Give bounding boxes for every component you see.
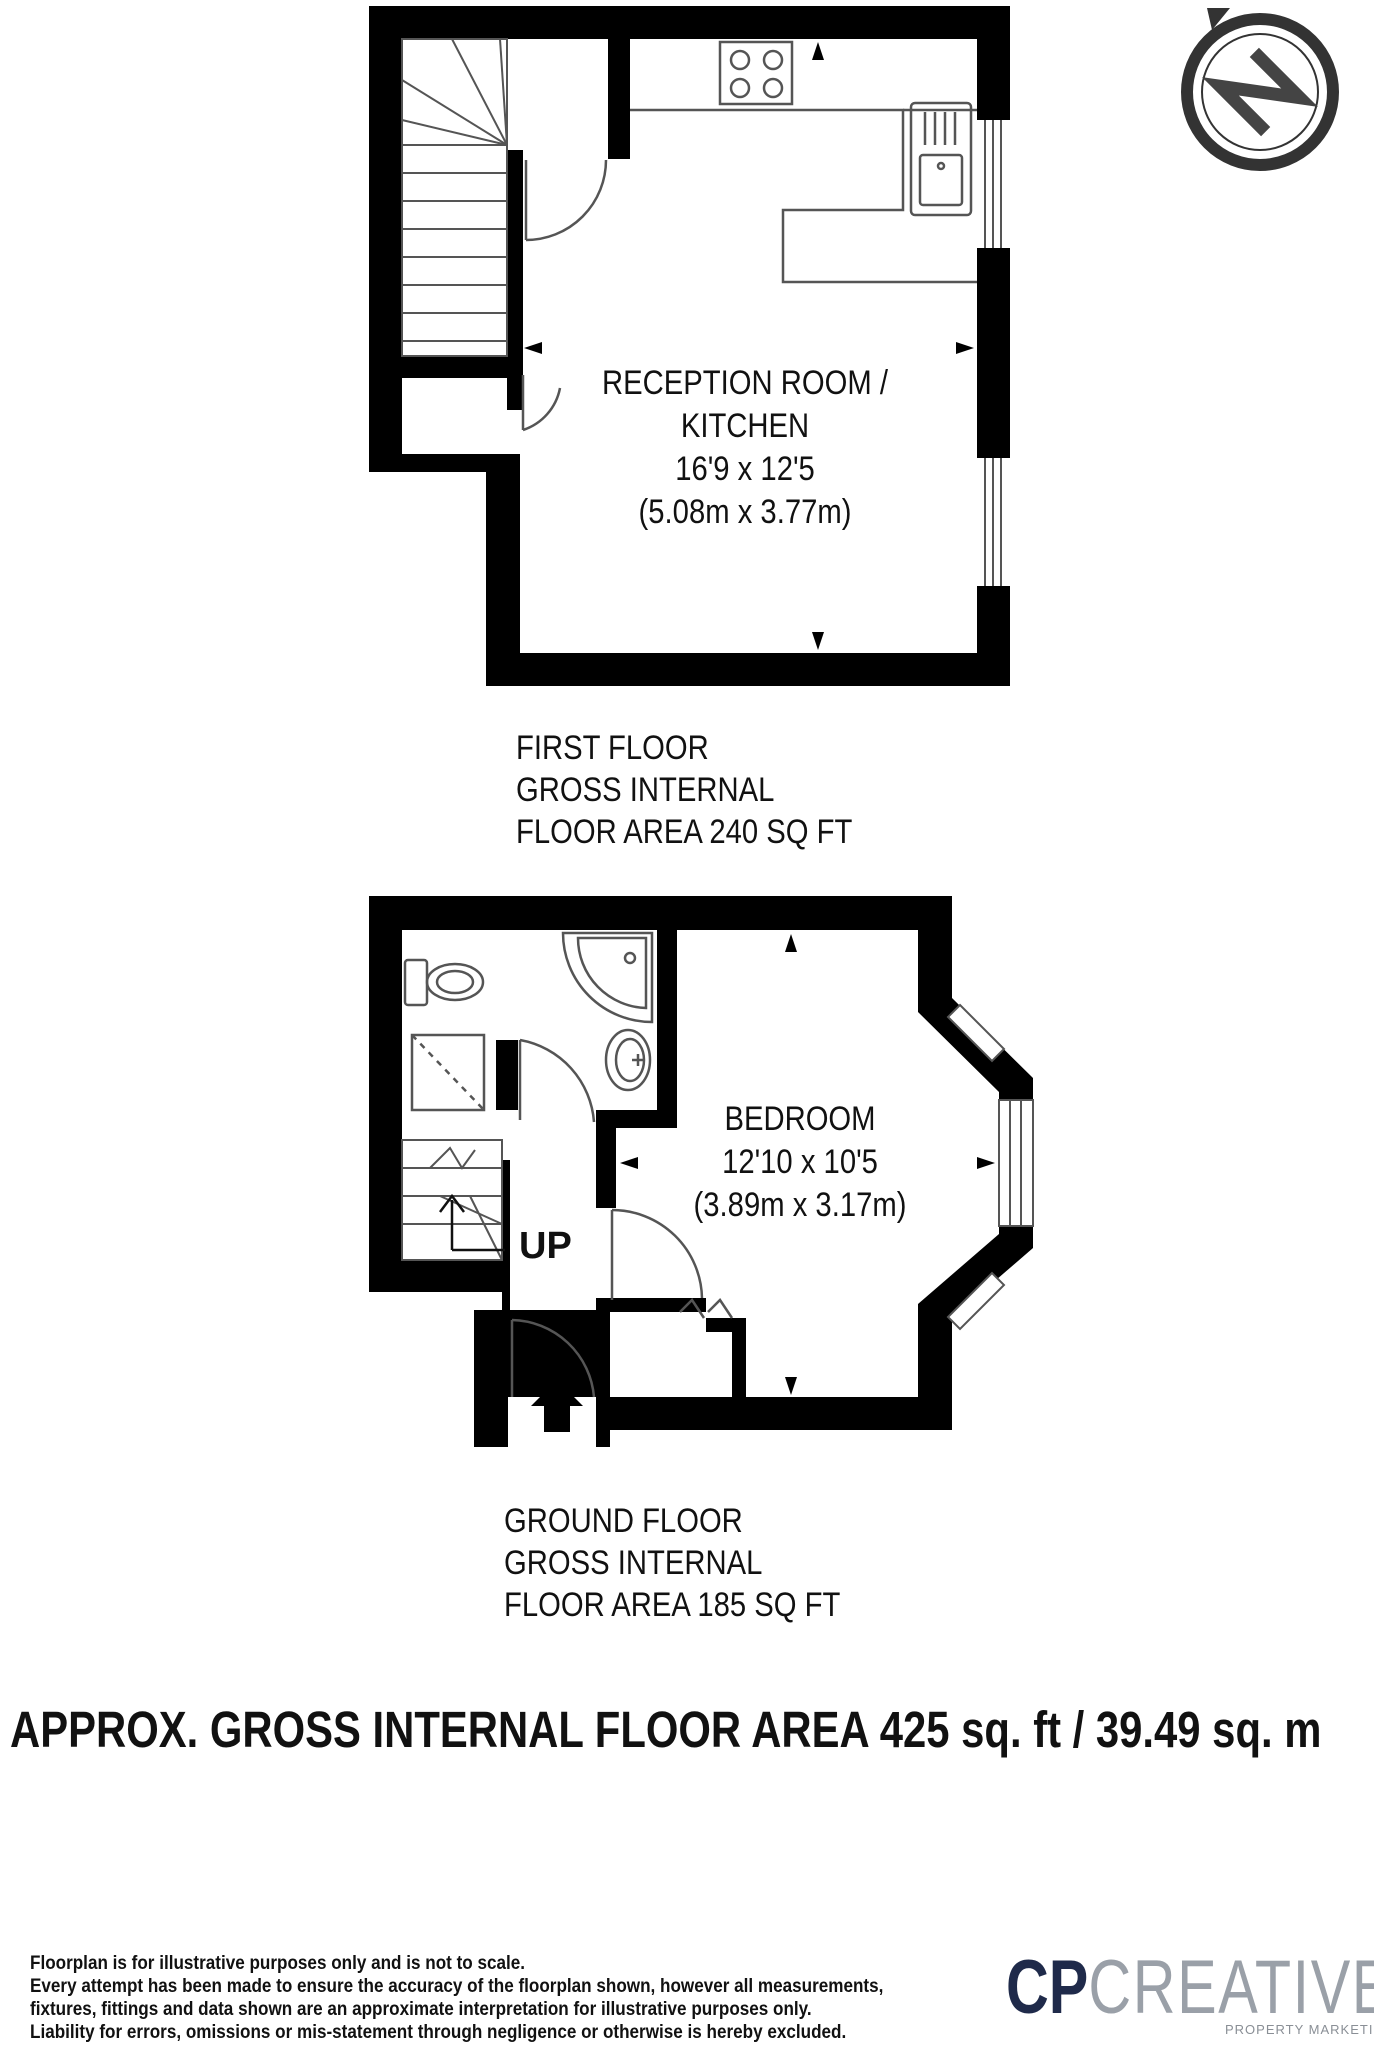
- first-floor-doors: [521, 159, 608, 432]
- ground-floor-plan: [369, 896, 1034, 1447]
- entrance-right-jamb: [596, 1310, 610, 1447]
- wash-basin-icon: [604, 1028, 652, 1092]
- disclaimer-line: Every attempt has been made to ensure th…: [30, 1976, 884, 1997]
- brand-name-light: CREATIVE: [1088, 1945, 1374, 2030]
- first-floor-room-name-line1: RECEPTION ROOM /: [602, 364, 888, 402]
- first-floor-room-size-metric: (5.08m x 3.77m): [638, 493, 852, 531]
- first-floor-plan: [369, 6, 1010, 686]
- first-floor-walls: [369, 6, 1010, 686]
- wardrobe-side-wall: [732, 1318, 746, 1398]
- cupboard-wall: [402, 356, 520, 378]
- first-floor-stairs: [401, 38, 508, 357]
- brand-name-bold: CP: [1006, 1945, 1089, 2030]
- first-floor-area-line2: FLOOR AREA 240 SQ FT: [516, 813, 853, 851]
- first-floor-area-label: FIRST FLOOR GROSS INTERNAL FLOOR AREA 24…: [516, 727, 852, 853]
- ground-floor-room-label: BEDROOM 12'10 x 10'5 (3.89m x 3.17m): [671, 1098, 929, 1227]
- hall-wall: [596, 1128, 616, 1208]
- stair-wall-ground: [502, 1160, 510, 1310]
- bath-left-wall: [496, 1040, 518, 1110]
- ground-floor-area-line2: FLOOR AREA 185 SQ FT: [504, 1586, 841, 1624]
- bathroom-lower-wall: [596, 1110, 677, 1128]
- ground-floor-name: GROUND FLOOR: [504, 1502, 743, 1540]
- ground-floor-room-name: BEDROOM: [724, 1100, 876, 1138]
- bay-windows: [946, 1003, 1034, 1331]
- kitchen-units: [630, 108, 977, 284]
- first-floor-room-label: RECEPTION ROOM / KITCHEN 16'9 x 12'5 (5.…: [586, 362, 904, 534]
- entrance-arrow-icon: [531, 1380, 583, 1432]
- disclaimer-line: Liability for errors, omissions or mis-s…: [30, 2022, 847, 2043]
- ground-floor-doors: [510, 1038, 734, 1398]
- entrance-left-jamb: [474, 1310, 508, 1447]
- brand-tagline: PROPERTY MARKETING: [1225, 2022, 1374, 2037]
- basin-cabinet-icon: [410, 1033, 486, 1112]
- total-floor-area: APPROX. GROSS INTERNAL FLOOR AREA 425 sq…: [10, 1701, 1322, 1758]
- disclaimer-line: fixtures, fittings and data shown are an…: [30, 1999, 812, 2020]
- disclaimer: Floorplan is for illustrative purposes o…: [30, 1952, 883, 2044]
- toilet-icon: [403, 958, 485, 1007]
- hob-icon: [718, 40, 794, 106]
- stairs-up-label: UP: [519, 1225, 572, 1267]
- shower-icon: [561, 931, 654, 1024]
- first-floor-room-size-imperial: 16'9 x 12'5: [675, 450, 815, 488]
- ground-floor-area-line1: GROSS INTERNAL: [504, 1544, 763, 1582]
- disclaimer-line: Floorplan is for illustrative purposes o…: [30, 1953, 526, 1974]
- wardrobe-wall: [596, 1298, 706, 1312]
- ground-floor-area-label: GROUND FLOOR GROSS INTERNAL FLOOR AREA 1…: [504, 1500, 840, 1626]
- wardrobe-top-wall: [706, 1318, 746, 1332]
- stairs-up-arrow-icon: [439, 1193, 505, 1252]
- door-jamb-wall: [608, 39, 630, 159]
- compass-north-icon: [1181, 8, 1339, 171]
- brand-name: CPCREATIVE: [1006, 1948, 1374, 2028]
- first-floor-name: FIRST FLOOR: [516, 729, 709, 767]
- first-floor-windows: [977, 120, 1010, 586]
- first-floor-room-name-line2: KITCHEN: [680, 407, 810, 445]
- first-floor-area-line1: GROSS INTERNAL: [516, 771, 775, 809]
- ground-floor-dimension-arrows: [620, 934, 995, 1395]
- sink-icon: [909, 101, 973, 217]
- stair-wall: [507, 150, 523, 410]
- ground-floor-room-size-metric: (3.89m x 3.17m): [693, 1186, 907, 1224]
- brand-logo: CPCREATIVE PROPERTY MARKETING: [1006, 1948, 1374, 2038]
- bathroom-partition: [657, 930, 677, 1125]
- cupboard-wall-2: [507, 356, 523, 384]
- first-floor-dimension-arrows: [524, 42, 974, 650]
- ground-floor-room-size-imperial: 12'10 x 10'5: [722, 1143, 878, 1181]
